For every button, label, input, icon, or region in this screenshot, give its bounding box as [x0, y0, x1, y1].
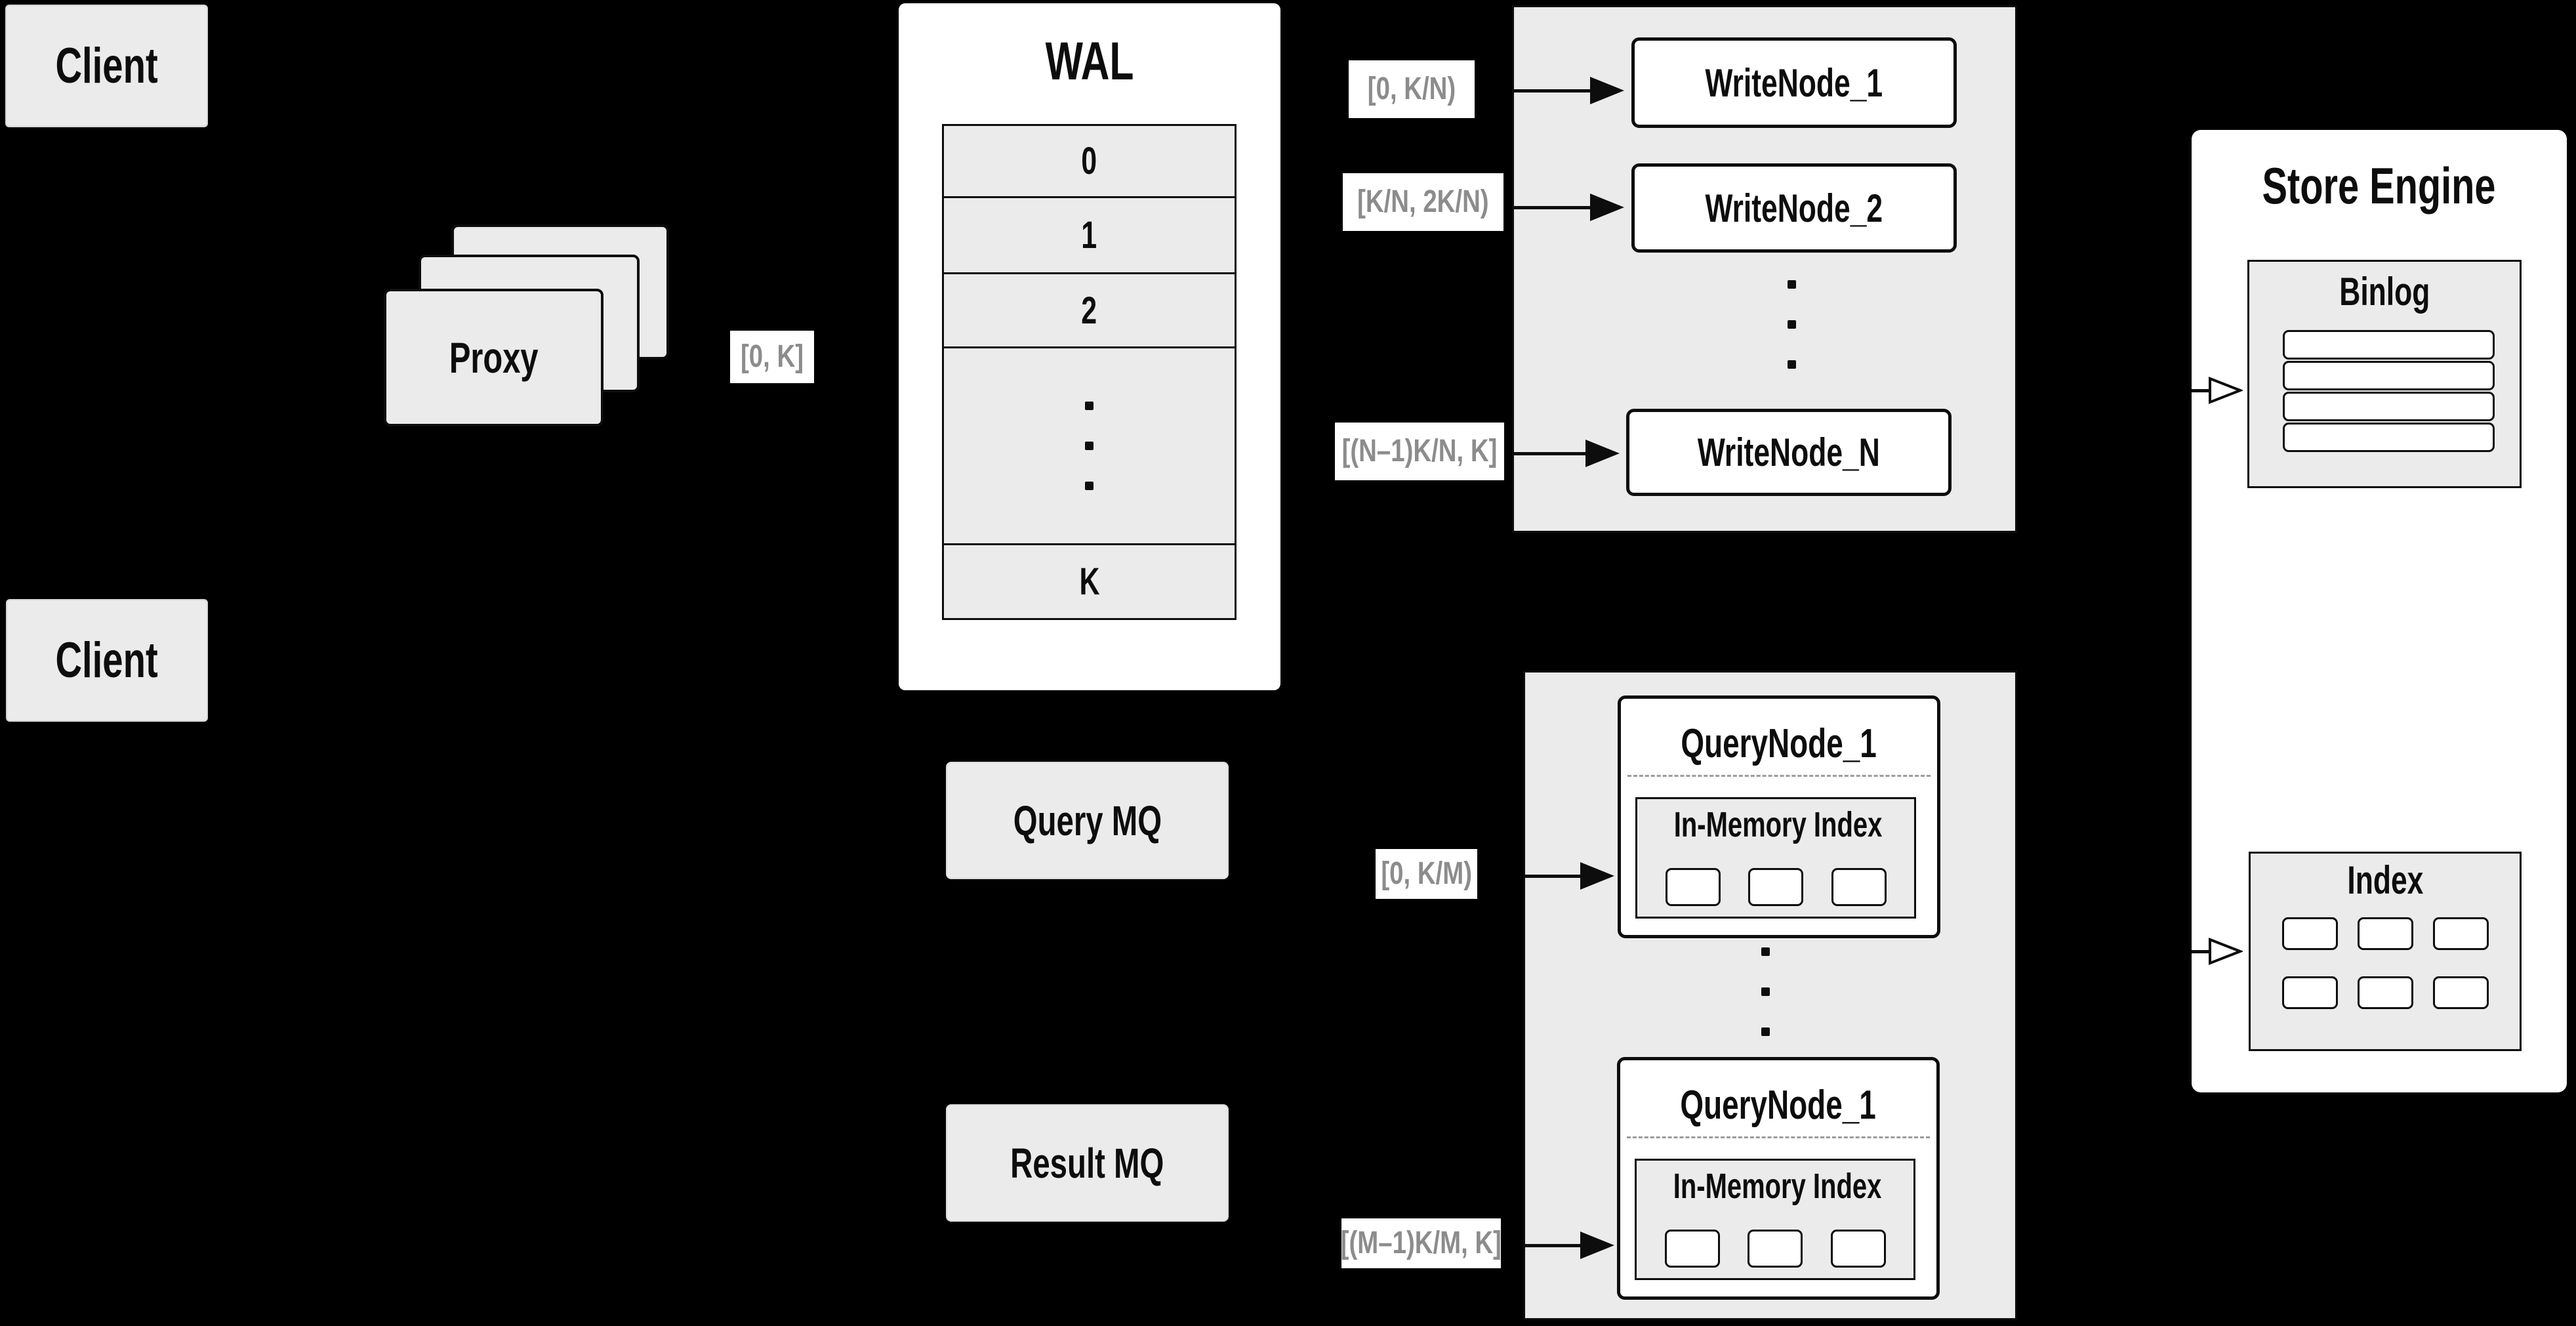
index-chip [2281, 976, 2338, 1009]
query-mq-box: Query MQ [946, 762, 1229, 879]
client-bottom-label: Client [55, 632, 159, 688]
write-node-n: WriteNode_N [1626, 409, 1952, 496]
write-node-1: WriteNode_1 [1631, 37, 1957, 128]
query-node-bottom-title: QueryNode_1 [1680, 1083, 1877, 1128]
index-chip [2281, 917, 2338, 950]
wal-cell-k: K [942, 543, 1237, 620]
vertical-ellipsis-icon [1788, 280, 1796, 369]
in-memory-index-label: In-Memory Index [1673, 805, 1883, 844]
binlog-row [2283, 392, 2495, 421]
range-label-query-1: [0, K/M) [1376, 849, 1477, 899]
in-memory-index-box: In-Memory Index [1635, 1159, 1915, 1280]
wal-cell-0: 0 [942, 124, 1237, 198]
client-box-bottom: Client [6, 599, 208, 722]
range-label-proxy-to-wal: [0, K] [730, 331, 814, 383]
proxy-card-front: Proxy [384, 289, 603, 426]
wal-segment-list: 0 1 2 K [942, 124, 1237, 620]
range-label-write-1: [0, K/N) [1349, 60, 1475, 118]
segment-chip [1748, 868, 1803, 906]
dashed-divider [1627, 1136, 1930, 1138]
binlog-row-list [2283, 330, 2495, 453]
range-label-write-n: [(N–1)K/N, K] [1335, 423, 1504, 480]
index-chip [2432, 976, 2489, 1009]
index-chip-row [2251, 976, 2520, 1009]
store-engine-panel: Store Engine Binlog In [2192, 130, 2567, 1092]
binlog-row [2283, 423, 2495, 452]
binlog-row [2283, 361, 2495, 390]
client-box-top: Client [5, 5, 208, 127]
client-top-label: Client [55, 38, 158, 94]
vertical-ellipsis-icon [1085, 402, 1094, 490]
segment-chip [1665, 868, 1721, 906]
index-chip [2432, 917, 2489, 950]
range-label-write-2: [K/N, 2K/N) [1343, 173, 1503, 231]
arrow-right-icon [1525, 862, 1614, 890]
query-node-top: QueryNode_1 In-Memory Index [1618, 695, 1940, 938]
arrow-right-icon [1514, 440, 1620, 467]
in-memory-index-label: In-Memory Index [1673, 1167, 1882, 1206]
write-node-group: WriteNode_1 WriteNode_2 WriteNode_N [1512, 5, 2017, 533]
index-title: Index [2347, 858, 2423, 902]
proxy-stack: Proxy [384, 224, 669, 426]
binlog-title: Binlog [2339, 270, 2430, 314]
wal-title: WAL [1045, 31, 1134, 91]
store-engine-title: Store Engine [2262, 157, 2496, 215]
arrow-right-icon [1514, 194, 1624, 221]
query-node-top-title: QueryNode_1 [1681, 721, 1877, 766]
segment-chip-row [1637, 1230, 1913, 1268]
binlog-box: Binlog [2247, 260, 2522, 488]
write-node-2: WriteNode_2 [1631, 163, 1957, 253]
query-node-bottom: QueryNode_1 In-Memory Index [1617, 1057, 1940, 1300]
vertical-ellipsis-icon [1761, 947, 1770, 1036]
binlog-row [2283, 330, 2495, 360]
arrow-right-icon [1525, 1232, 1614, 1259]
index-chip-row [2251, 917, 2520, 950]
wal-cell-1: 1 [942, 196, 1237, 274]
wal-cell-2: 2 [942, 272, 1237, 348]
open-arrow-right-icon [2192, 377, 2243, 404]
query-node-group: QueryNode_1 In-Memory Index QueryNode_1 [1523, 671, 2017, 1320]
index-box: Index [2249, 852, 2522, 1051]
open-arrow-right-icon [2192, 938, 2243, 965]
segment-chip [1831, 868, 1887, 906]
wal-panel: WAL 0 1 2 K [899, 3, 1280, 690]
in-memory-index-box: In-Memory Index [1635, 797, 1916, 919]
index-chip [2357, 976, 2413, 1009]
dashed-divider [1627, 775, 1931, 777]
segment-chip-row [1637, 868, 1914, 906]
segment-chip [1830, 1230, 1886, 1268]
segment-chip [1664, 1230, 1720, 1268]
proxy-label: Proxy [449, 333, 539, 382]
range-label-query-2: [(M–1)K/M, K] [1341, 1218, 1502, 1268]
segment-chip [1748, 1230, 1803, 1268]
result-mq-box: Result MQ [946, 1104, 1229, 1222]
arrow-right-icon [1514, 77, 1624, 104]
index-chip [2357, 917, 2413, 950]
wal-cell-ellipsis [942, 346, 1237, 545]
